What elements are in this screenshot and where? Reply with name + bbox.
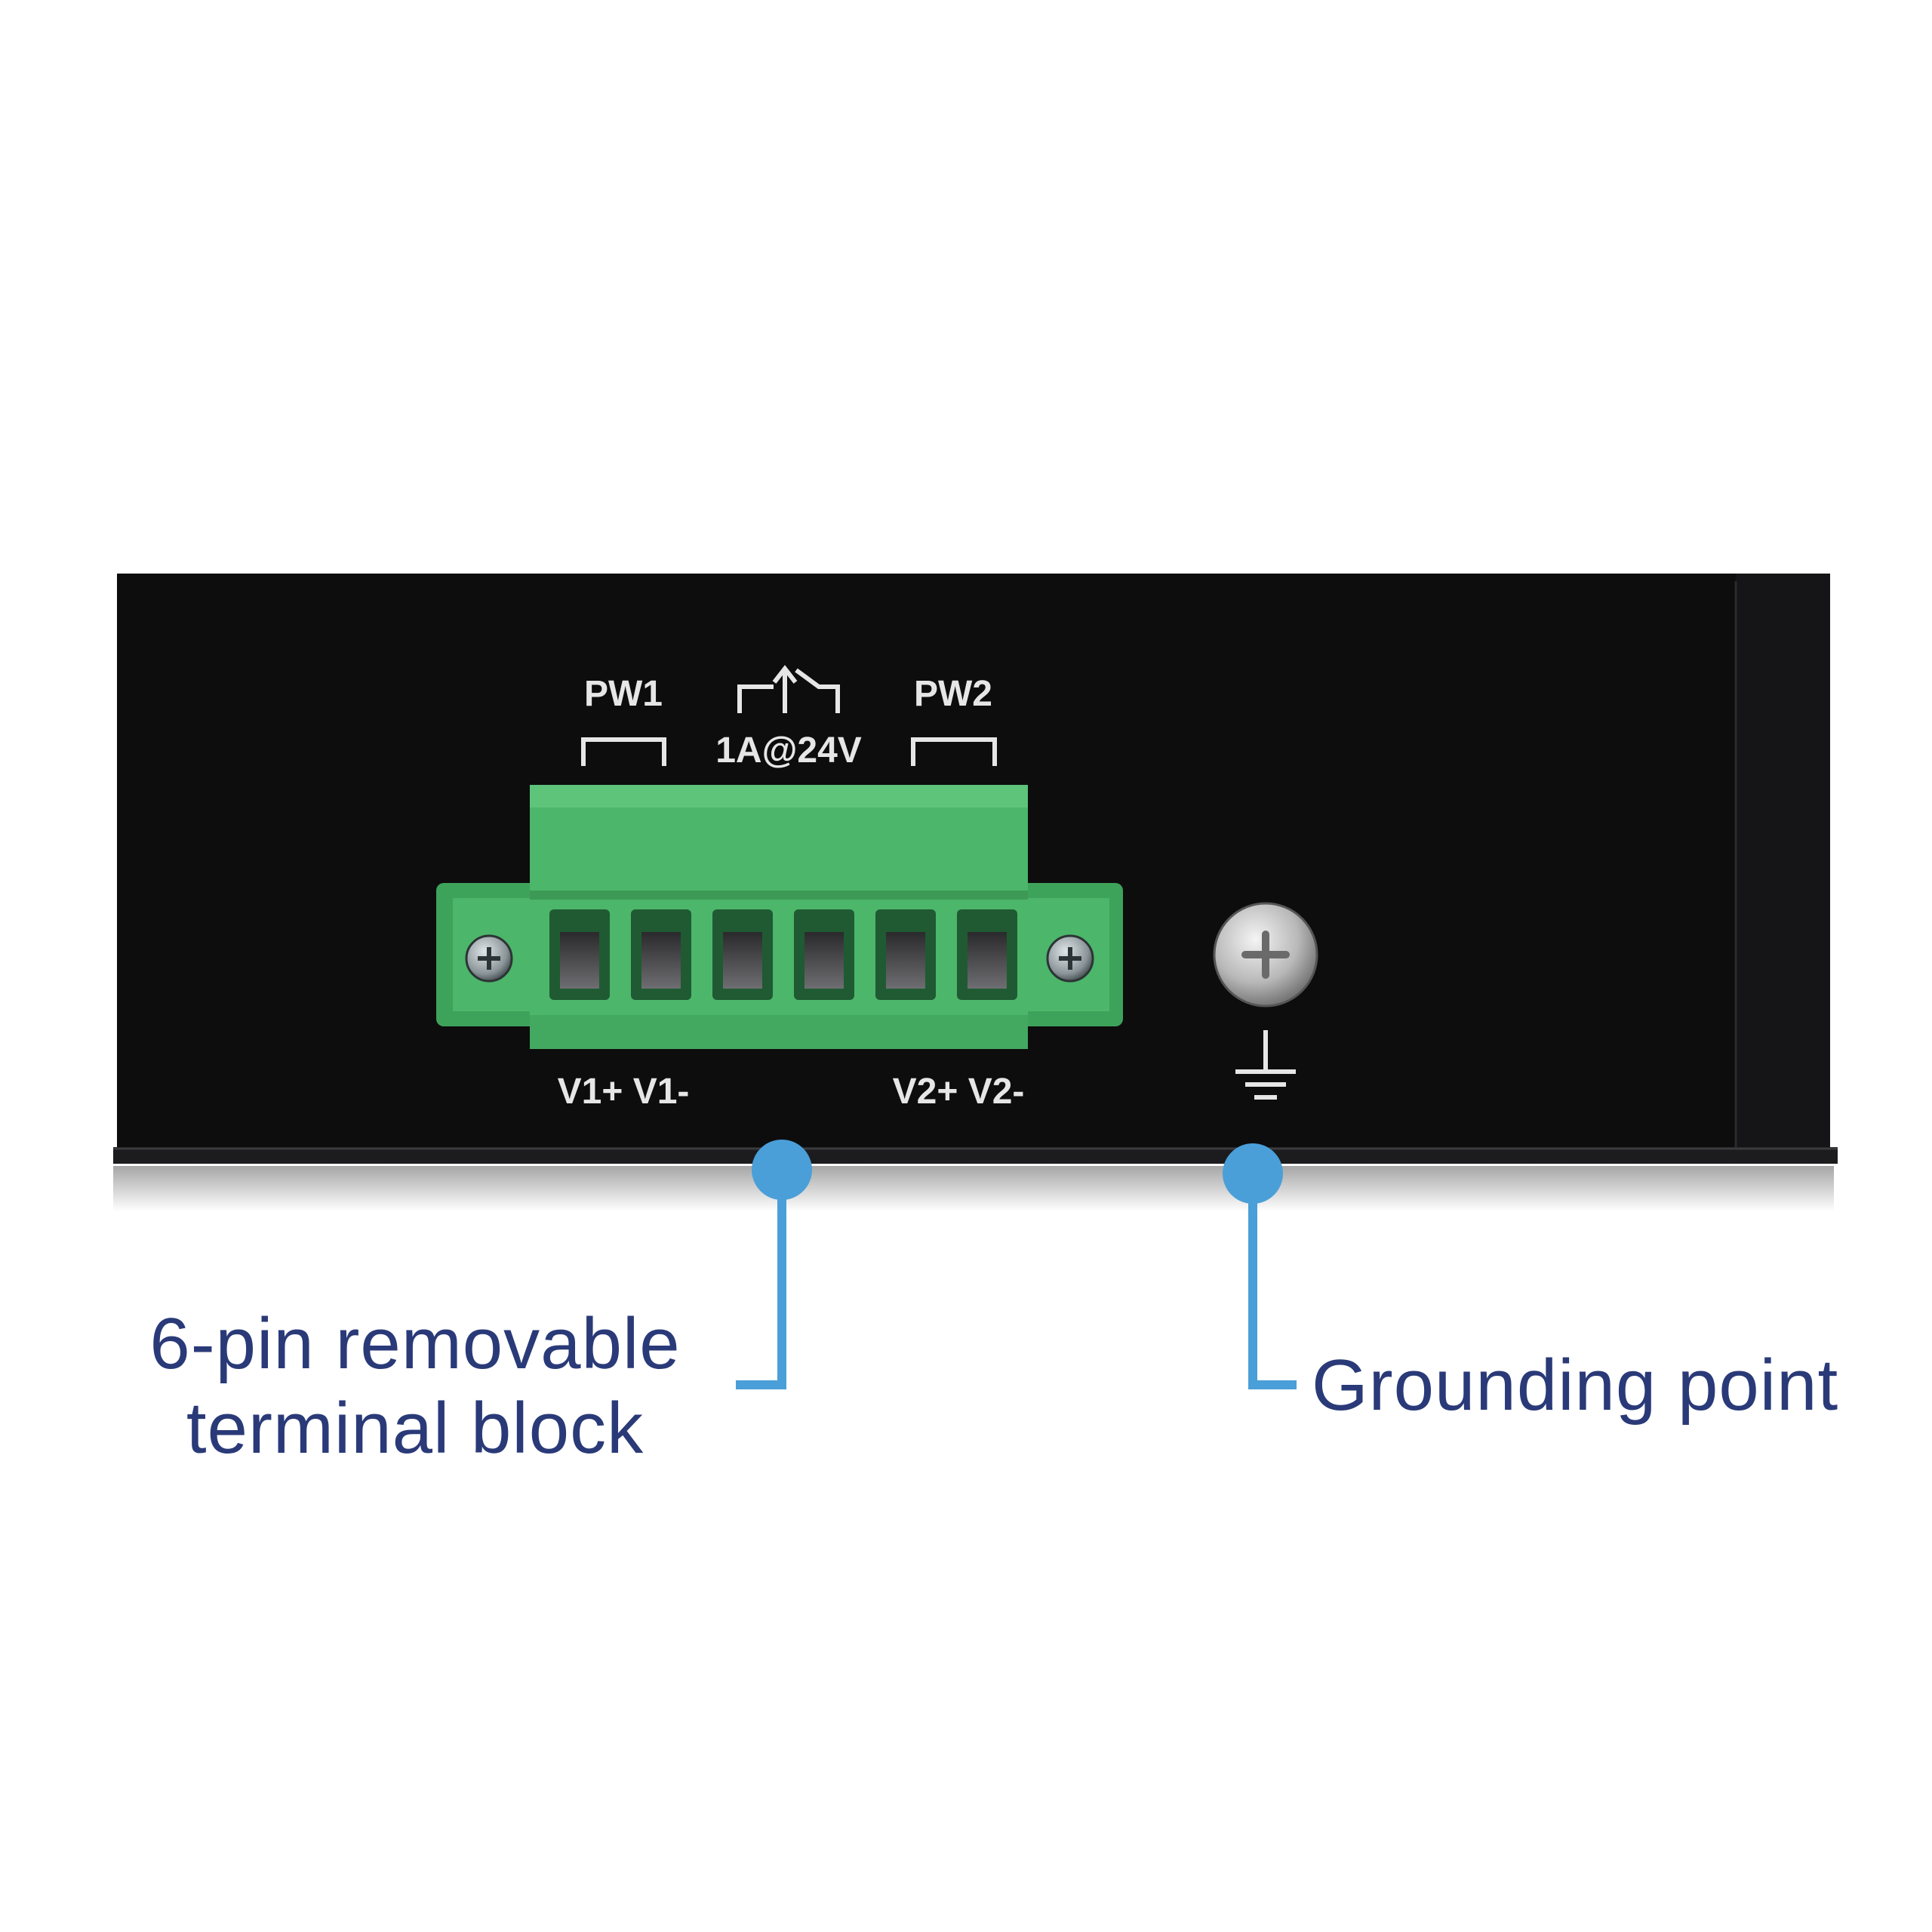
callout-terminal-block-leader xyxy=(736,1140,812,1389)
terminal-block xyxy=(436,785,1123,1049)
pw1-contact-icon xyxy=(581,737,666,766)
relay-contact-icon xyxy=(737,665,840,713)
terminal-block-callout: 6-pin removable terminal block xyxy=(113,1302,717,1471)
terminal-slot xyxy=(631,909,691,1000)
pw2-contact-icon xyxy=(911,737,997,766)
ground-icon xyxy=(1235,1030,1296,1100)
terminal-slot xyxy=(549,909,610,1000)
v1-label: V1+ V1- xyxy=(558,1072,690,1112)
relay-rating-label: 1A@24V xyxy=(715,731,862,771)
terminal-block-callout-line1: 6-pin removable xyxy=(149,1303,681,1384)
grounding-screw xyxy=(1213,902,1318,1008)
callout-grounding-leader xyxy=(1223,1143,1297,1389)
terminal-slot xyxy=(957,909,1017,1000)
screw-icon xyxy=(1046,934,1094,983)
screw-icon xyxy=(465,934,513,983)
terminal-block-callout-line2: terminal block xyxy=(186,1388,645,1469)
pw1-label: PW1 xyxy=(584,674,663,714)
v2-label: V2+ V2- xyxy=(893,1072,1025,1112)
grounding-callout: Grounding point xyxy=(1312,1345,1839,1426)
terminal-slot xyxy=(794,909,854,1000)
terminal-slot xyxy=(875,909,936,1000)
terminal-slot xyxy=(712,909,773,1000)
pw2-label: PW2 xyxy=(914,674,992,714)
